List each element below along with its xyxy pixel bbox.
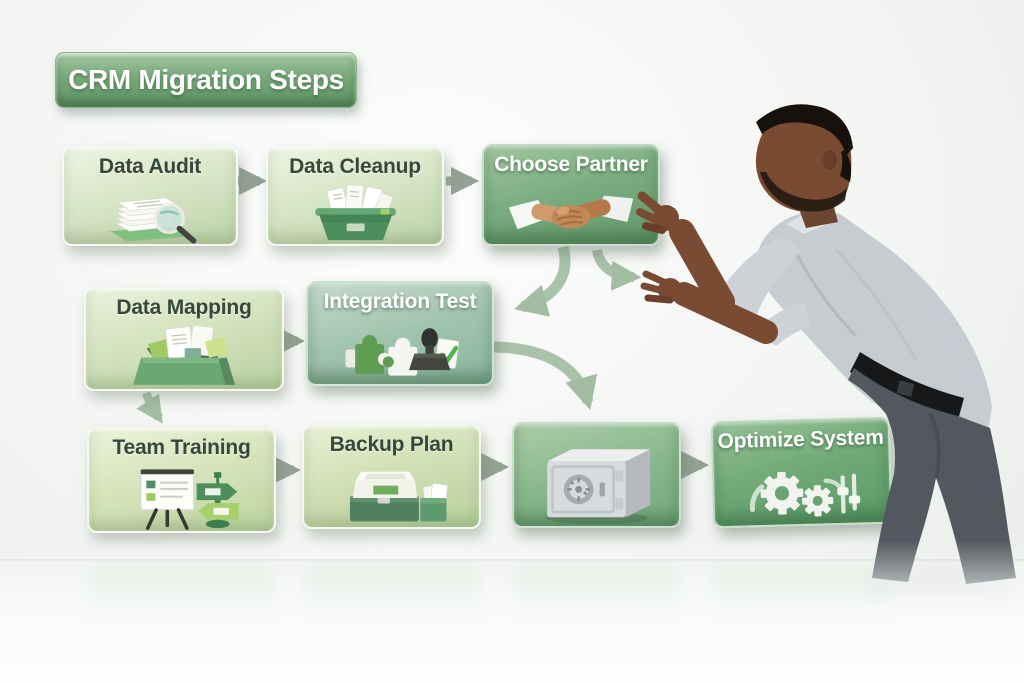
man-shirt xyxy=(756,211,992,435)
step-label: Integration Test xyxy=(323,290,477,313)
bin-with-papers-icon xyxy=(315,184,396,241)
handshake-icon xyxy=(508,195,634,230)
step-box-data-mapping[interactable]: Data Mapping xyxy=(84,287,284,391)
step-label: Data Audit xyxy=(98,155,202,178)
open-box-folders-icon xyxy=(133,325,235,385)
page-title: CRM Migration Steps xyxy=(68,64,344,95)
step-box-data-cleanup[interactable]: Data Cleanup xyxy=(266,146,444,246)
safe-vault-icon xyxy=(545,449,650,525)
man-head xyxy=(755,113,852,212)
man-ear xyxy=(823,150,837,170)
diagram-title-banner: CRM Migration Steps xyxy=(55,52,357,108)
man-beard xyxy=(760,172,847,212)
step-label: Team Training xyxy=(112,436,251,459)
arrow-swoosh-to-hand xyxy=(592,248,642,291)
step-box-integration-test[interactable]: Integration Test xyxy=(306,281,494,386)
step-box-backup-plan[interactable]: Backup Plan xyxy=(302,424,481,529)
step-label: Choose Partner xyxy=(494,153,648,176)
step-box-data-audit[interactable]: Data Audit xyxy=(62,146,238,246)
storage-boxes-icon xyxy=(349,471,448,522)
arrow-data-mapping-to-team-training xyxy=(136,391,163,424)
step-box-optimize-system[interactable]: Optimize System xyxy=(710,416,893,529)
man-sleeve-upper xyxy=(718,236,802,324)
step-label: Data Cleanup xyxy=(289,155,421,178)
step-label: Backup Plan xyxy=(329,433,454,456)
arrow-integration-test-to-secure-storage xyxy=(493,341,598,410)
easel-signpost-icon xyxy=(139,469,239,530)
man-trousers xyxy=(848,368,1016,584)
step-box-choose-partner[interactable]: Choose Partner xyxy=(482,144,660,246)
step-box-team-training[interactable]: Team Training xyxy=(87,427,276,533)
step-label: Data Mapping xyxy=(116,296,252,319)
man-forearm xyxy=(669,219,735,315)
step-box-secure-storage[interactable] xyxy=(512,422,681,528)
arrow-choose-partner-to-integration-test xyxy=(514,245,571,317)
belt-buckle xyxy=(896,380,915,397)
puzzle-stamp-check-icon xyxy=(345,328,460,376)
documents-magnifier-icon xyxy=(110,197,197,244)
man-forearm-lower xyxy=(672,282,778,344)
gears-sliders-icon xyxy=(749,471,860,517)
man-hair xyxy=(756,104,853,156)
